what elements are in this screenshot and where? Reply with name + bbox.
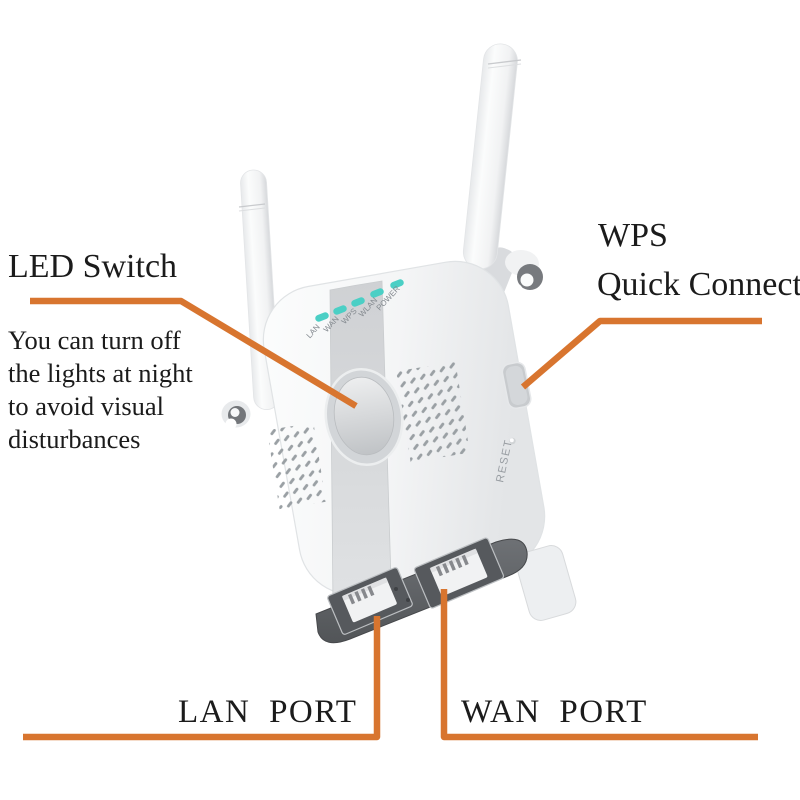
wan-port-callout-line xyxy=(440,589,758,741)
led-wlan xyxy=(370,288,384,298)
led-power xyxy=(390,279,404,289)
lan-port xyxy=(327,567,413,635)
wps-title-line-1: WPS xyxy=(598,217,668,254)
lan-port-callout-line xyxy=(23,616,381,741)
led-switch-desc-line-1: You can turn off xyxy=(8,325,181,355)
led-switch-callout-line xyxy=(30,297,358,409)
vent-grid-right xyxy=(396,361,470,463)
wall-mount-bracket xyxy=(515,545,577,621)
bottom-panel xyxy=(315,537,528,644)
vent-grid-left xyxy=(267,422,326,510)
wps-button xyxy=(501,361,532,410)
wan-port-label: WAN PORT xyxy=(461,694,648,730)
wps-title-line-2: Quick Connect xyxy=(597,266,800,303)
left-antenna-band xyxy=(238,203,266,208)
right-antenna-band xyxy=(487,59,522,65)
led-lan xyxy=(315,312,329,322)
led-wan xyxy=(333,305,347,315)
led-switch-desc-line-4: disturbances xyxy=(8,424,141,454)
lan-port-label: LAN PORT xyxy=(178,694,358,730)
led-switch-title: LED Switch xyxy=(8,248,178,285)
panel-screw xyxy=(394,587,398,591)
callout-lines xyxy=(23,297,762,741)
led-switch-button xyxy=(324,367,404,467)
led-switch-desc-line-2: the lights at night xyxy=(8,358,193,388)
wan-port xyxy=(413,537,505,609)
led-switch-desc-line-3: to avoid visual xyxy=(8,391,165,421)
right-antenna-rod xyxy=(462,43,518,270)
led-wps xyxy=(351,297,365,307)
right-antenna-knuckle xyxy=(505,249,543,297)
wps-callout-line xyxy=(520,317,762,390)
panel-screw xyxy=(406,598,410,602)
